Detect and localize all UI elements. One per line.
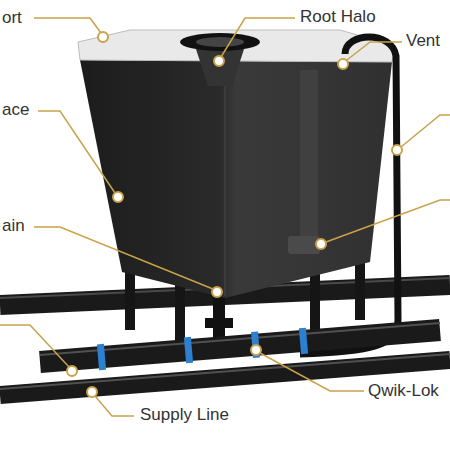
leg bbox=[355, 262, 365, 320]
leader-line bbox=[347, 42, 402, 60]
callout-label: Root Halo bbox=[300, 7, 376, 27]
callout-dot bbox=[251, 345, 261, 355]
leg bbox=[310, 272, 320, 332]
callout-label: Supply Line bbox=[140, 405, 229, 425]
leader-line bbox=[221, 18, 295, 57]
root-halo-inner bbox=[196, 37, 244, 47]
leader-line bbox=[34, 227, 213, 289]
root-halo bbox=[180, 33, 260, 51]
callout-label: ort bbox=[2, 8, 22, 28]
fitting-ring bbox=[98, 344, 105, 371]
pot-corner bbox=[224, 82, 226, 296]
callout-dot bbox=[87, 387, 97, 397]
drain-tee bbox=[205, 318, 233, 328]
callout-label: ain bbox=[2, 216, 25, 236]
callout-label: Vent bbox=[406, 31, 440, 51]
callout-dot bbox=[98, 32, 108, 42]
pot-body bbox=[80, 60, 392, 298]
callout-dot bbox=[338, 59, 348, 69]
fitting-ring bbox=[300, 328, 307, 355]
leader-line bbox=[326, 200, 450, 242]
callout-dot bbox=[113, 192, 123, 202]
callout-dot bbox=[67, 366, 77, 376]
vent-tube bbox=[300, 37, 398, 354]
callout-dot bbox=[214, 56, 224, 66]
leader-line bbox=[95, 396, 134, 416]
callout-dot bbox=[212, 287, 222, 297]
fitting-ring bbox=[185, 337, 192, 364]
leg bbox=[125, 268, 135, 330]
leg bbox=[175, 282, 185, 342]
standpipe bbox=[300, 70, 318, 245]
leader-line bbox=[0, 325, 69, 367]
root-halo-funnel bbox=[195, 46, 245, 86]
leader-line bbox=[38, 111, 115, 193]
callout-dot bbox=[392, 145, 402, 155]
leader-line bbox=[34, 18, 101, 33]
callout-label: Qwik-Lok bbox=[368, 381, 439, 401]
leader-line bbox=[401, 115, 450, 147]
callout-label: ace bbox=[2, 100, 29, 120]
callout-dot bbox=[316, 239, 326, 249]
leader-line bbox=[260, 353, 364, 391]
